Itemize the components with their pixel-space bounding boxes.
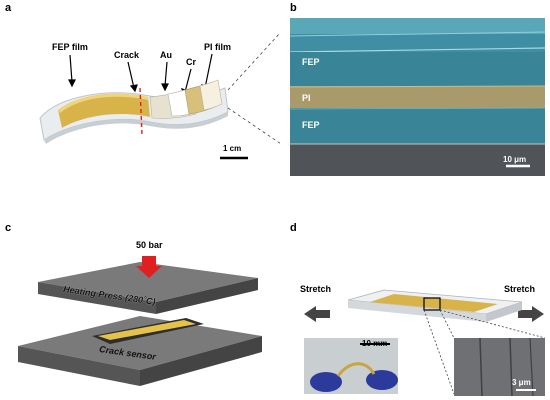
au-label: Au: [160, 50, 172, 60]
micro-scale-label: 3 μm: [512, 378, 531, 387]
fep-bottom-label: FEP: [302, 120, 320, 130]
fep-top-label: FEP: [302, 57, 320, 67]
panel-a-illustration: [39, 32, 280, 160]
panel-b-scale-label: 10 μm: [503, 155, 527, 164]
crack-label: Crack: [114, 50, 140, 60]
fep-film-label: FEP film: [52, 42, 88, 52]
panel-b-letter: b: [290, 2, 297, 14]
pi-layer-label: PI: [302, 93, 311, 103]
panel-c-illustration: [18, 256, 262, 386]
panel-a-letter: a: [5, 2, 12, 14]
stretch-left-label: Stretch: [300, 284, 332, 294]
panel-d-illustration: [304, 289, 546, 397]
inset-scale-label: 10 mm: [362, 339, 388, 348]
panel-c-letter: c: [5, 222, 12, 234]
pi-film-label: PI film: [204, 42, 232, 52]
stretch-right-label: Stretch: [504, 284, 536, 294]
panel-d-letter: d: [290, 222, 297, 234]
pressure-label: 50 bar: [136, 240, 163, 250]
panel-a-scale-label: 1 cm: [223, 144, 242, 153]
panel-b-micrograph: [290, 18, 545, 176]
cr-label: Cr: [186, 57, 197, 67]
